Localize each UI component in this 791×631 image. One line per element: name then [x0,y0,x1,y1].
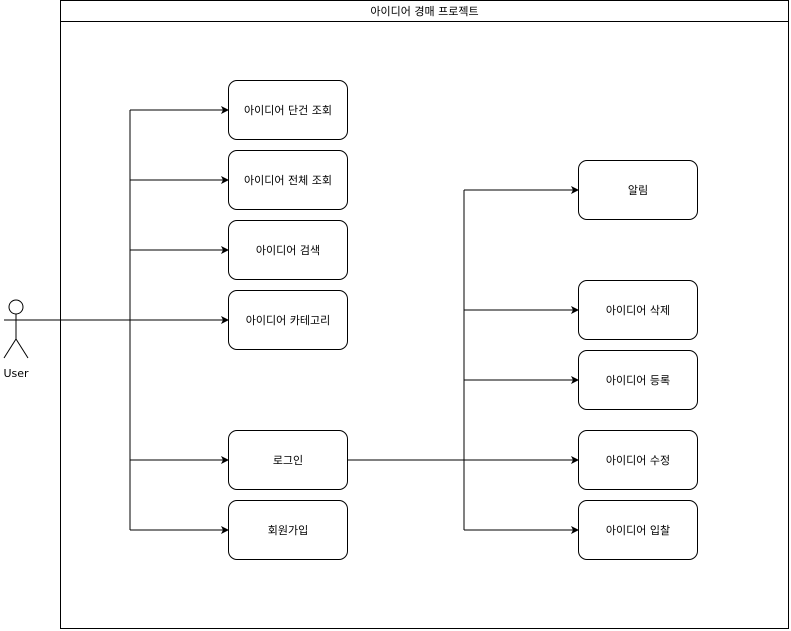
usecase-search[interactable]: 아이디어 검색 [228,220,348,280]
actor-label: User [3,367,29,380]
usecase-signup[interactable]: 회원가입 [228,500,348,560]
stick-figure-actor-icon[interactable] [3,299,29,359]
usecase-delete[interactable]: 아이디어 삭제 [578,280,698,340]
usecase-category[interactable]: 아이디어 카테고리 [228,290,348,350]
usecase-single-view[interactable]: 아이디어 단건 조회 [228,80,348,140]
usecase-register[interactable]: 아이디어 등록 [578,350,698,410]
usecase-login[interactable]: 로그인 [228,430,348,490]
usecase-all-view[interactable]: 아이디어 전체 조회 [228,150,348,210]
usecase-edit[interactable]: 아이디어 수정 [578,430,698,490]
system-title: 아이디어 경매 프로젝트 [60,0,789,22]
usecase-bid[interactable]: 아이디어 입찰 [578,500,698,560]
usecase-notification[interactable]: 알림 [578,160,698,220]
